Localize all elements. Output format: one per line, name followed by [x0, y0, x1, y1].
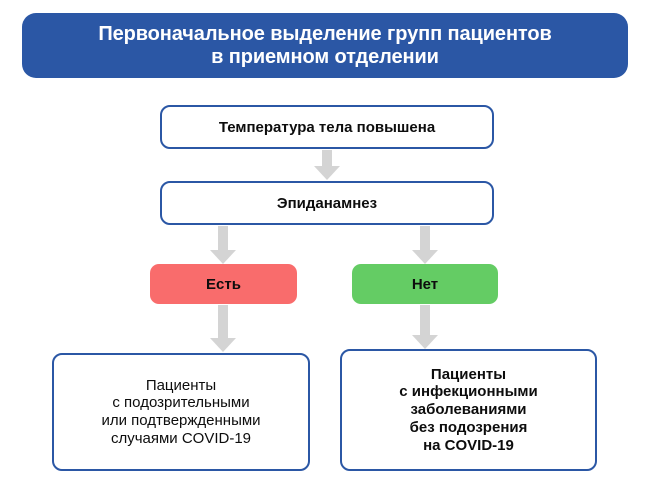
arrow-head — [412, 335, 438, 349]
node-outcome-covid-suspected: Пациенты с подозрительными или подтвержд… — [52, 353, 310, 471]
arrow-head — [314, 166, 340, 180]
node-outcome-covid-suspected-label: Пациенты с подозрительными или подтвержд… — [101, 376, 261, 447]
arrow-shaft — [420, 305, 430, 336]
node-answer-no-label: Нет — [411, 275, 439, 293]
node-temperature-label: Температура тела повышена — [218, 118, 436, 136]
arrow-shaft — [420, 226, 430, 251]
arrow-head — [210, 250, 236, 264]
arrow-epidanamnez-to-yes — [210, 226, 236, 264]
node-answer-yes: Есть — [150, 264, 297, 304]
node-outcome-infectious-no-covid-label: Пациенты с инфекционными заболеваниями б… — [399, 365, 538, 454]
node-temperature: Температура тела повышена — [160, 105, 494, 149]
arrow-epidanamnez-to-no — [412, 226, 438, 264]
arrow-head — [412, 250, 438, 264]
arrow-shaft — [322, 150, 332, 167]
arrow-head — [210, 338, 236, 352]
node-epidanamnez-label: Эпиданамнез — [276, 194, 378, 212]
header-banner: Первоначальное выделение групп пациентов… — [22, 13, 628, 78]
node-epidanamnez: Эпиданамнез — [160, 181, 494, 225]
arrow-no-to-outcome-right — [412, 305, 438, 350]
node-outcome-infectious-no-covid: Пациенты с инфекционными заболеваниями б… — [340, 349, 597, 471]
arrow-temperature-to-epidanamnez — [314, 150, 340, 180]
arrow-yes-to-outcome-left — [210, 305, 236, 353]
node-answer-no: Нет — [352, 264, 498, 304]
node-answer-yes-label: Есть — [206, 275, 241, 293]
arrow-shaft — [218, 305, 228, 339]
page-title: Первоначальное выделение групп пациентов… — [98, 23, 552, 68]
arrow-shaft — [218, 226, 228, 251]
